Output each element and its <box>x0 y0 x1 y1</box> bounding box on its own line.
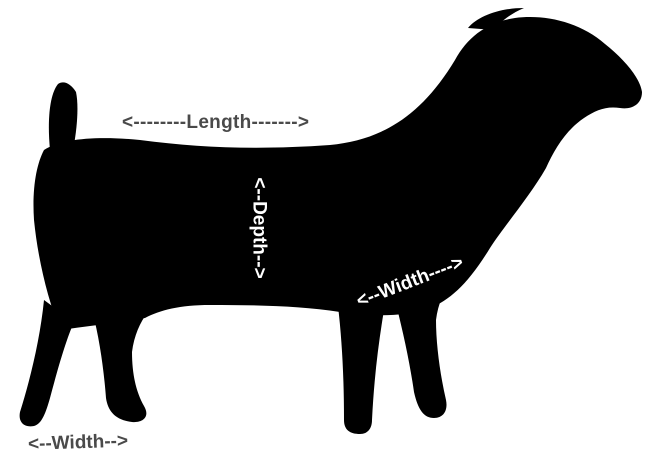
goat-front-leg-near <box>338 306 384 434</box>
depth-label: <--Depth--> <box>250 177 269 278</box>
goat-tail <box>49 82 78 150</box>
goat-rear-leg-front <box>92 310 148 422</box>
goat-rear-leg-back <box>20 300 74 426</box>
length-label: <--------Length-------> <box>122 113 309 132</box>
goat-silhouette <box>33 17 642 330</box>
rear-width-label: <--Width--> <box>28 432 129 454</box>
